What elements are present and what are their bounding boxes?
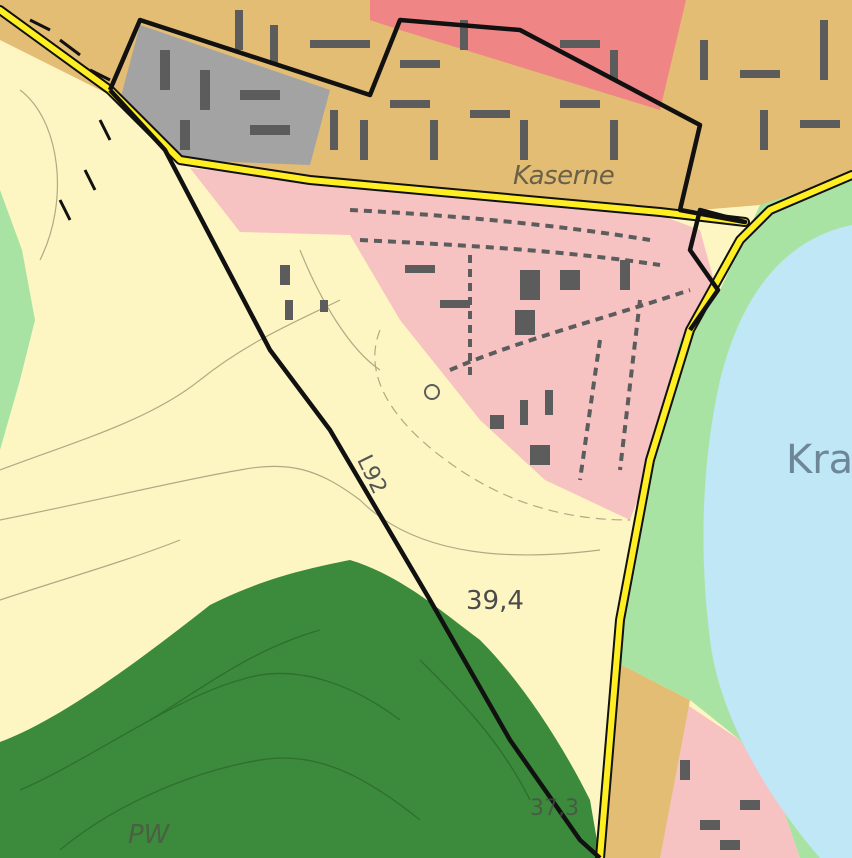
lake: [703, 225, 852, 858]
tick-boundary: [29, 18, 112, 221]
contour-lines: [0, 89, 631, 601]
elevation-label-1: 39,4: [466, 586, 524, 616]
green-strip-west: [0, 190, 35, 450]
forest-contours: [19, 629, 531, 851]
kaserne-label: Kaserne: [513, 161, 615, 191]
residential-streets: [349, 208, 691, 481]
tan-zone-south: [598, 660, 690, 858]
buildings: [160, 10, 840, 850]
sun-symbol: [424, 384, 440, 400]
residential-zone-south: [660, 700, 800, 858]
elevation-label-2: 37,3: [530, 796, 579, 821]
special-zone-red: [370, 0, 686, 110]
forest-code-label: PW: [128, 820, 170, 850]
lake-label: Kra: [786, 437, 852, 483]
plan-boundary: [107, 17, 748, 858]
